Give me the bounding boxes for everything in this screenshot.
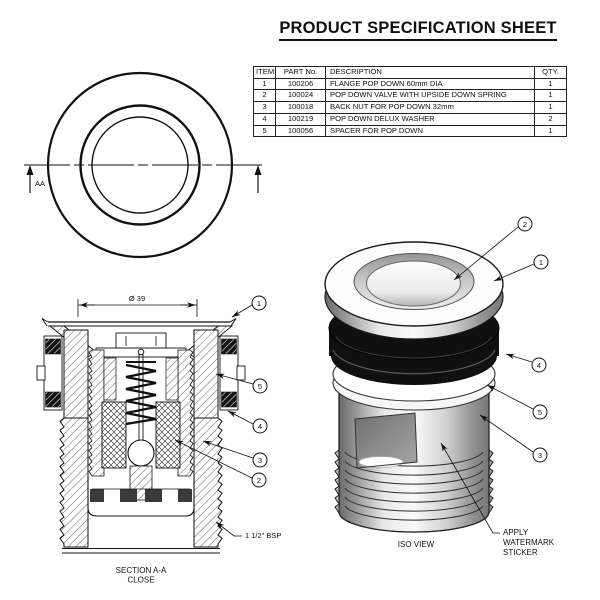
- section-line-label: AA: [35, 179, 45, 188]
- valve-insert: [87, 348, 195, 517]
- section-caption-line1: SECTION A-A: [116, 566, 167, 575]
- section-arrow-right: [254, 165, 262, 193]
- section-caption-line2: CLOSE: [127, 576, 154, 585]
- page-title: PRODUCT SPECIFICATION SHEET: [250, 19, 586, 41]
- dimension-label: Ø 39: [129, 294, 145, 303]
- dimension-d39: Ø 39: [77, 294, 198, 317]
- side-tab-left: [36, 335, 63, 411]
- bsp-callout: 1 1/2" BSP: [215, 521, 281, 540]
- iso-balloons: 2 1 4 5 3: [453, 216, 549, 463]
- iso-balloon-3: 3: [538, 451, 542, 460]
- iso-threads: [344, 451, 484, 521]
- note-line3: STICKER: [503, 548, 538, 557]
- note-line2: WATERMARK: [503, 538, 555, 547]
- watermark-note: APPLY WATERMARK STICKER: [440, 442, 555, 557]
- note-line1: APPLY: [503, 528, 529, 537]
- top-view-drawing: AA: [24, 71, 262, 259]
- table-cell: SPACER FOR POP DOWN: [325, 124, 535, 138]
- bsp-label: 1 1/2" BSP: [245, 531, 281, 540]
- iso-flange: [324, 241, 504, 340]
- threaded-tube: [59, 417, 223, 554]
- iso-body: [334, 393, 494, 533]
- balloon-4: 4: [258, 422, 262, 431]
- balloon-1: 1: [257, 299, 261, 308]
- pop-down-button: [366, 260, 461, 307]
- section-view-drawing: Ø 39: [36, 294, 281, 585]
- rubber-seals: [90, 489, 192, 502]
- watermark-window: [354, 412, 418, 469]
- iso-balloon-4: 4: [537, 361, 541, 370]
- section-balloons: 1 5 4 3 2: [174, 295, 268, 488]
- side-tab-right: [219, 335, 246, 411]
- iso-caption: ISO VIEW: [398, 540, 435, 549]
- spring: [125, 361, 157, 426]
- balloon-3: 3: [258, 456, 262, 465]
- section-arrow-left: [26, 165, 34, 193]
- iso-balloon-1: 1: [539, 258, 543, 267]
- iso-balloon-2: 2: [523, 220, 527, 229]
- iso-view-drawing: 2 1 4 5 3 APPLY WATERMARK STICKER: [324, 216, 555, 557]
- balloon-5: 5: [258, 382, 262, 391]
- page-title-text: PRODUCT SPECIFICATION SHEET: [279, 19, 557, 41]
- iso-balloon-5: 5: [538, 408, 542, 417]
- table-cell: 1: [534, 124, 567, 138]
- balloon-2: 2: [257, 476, 261, 485]
